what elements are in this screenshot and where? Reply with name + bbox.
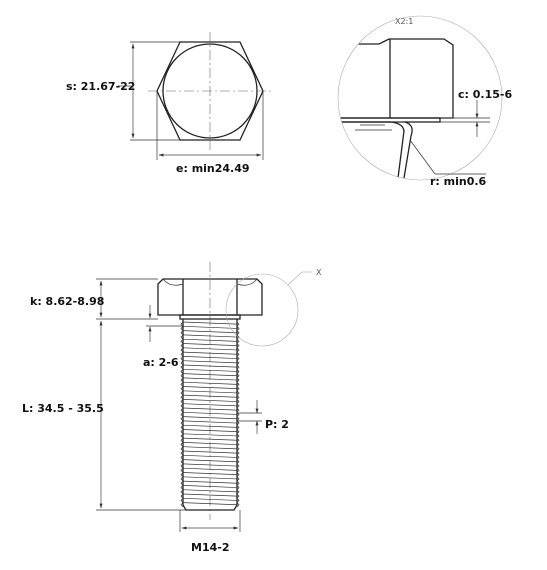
thread-lines <box>180 321 240 508</box>
hex-top-view <box>118 32 272 160</box>
label-r: r: min0.6 <box>430 175 487 188</box>
label-s: s: 21.67-22 <box>66 80 135 93</box>
label-a: a: 2-6 <box>143 356 179 369</box>
label-k: k: 8.62-8.98 <box>30 295 104 308</box>
label-m: M14-2 <box>191 541 229 554</box>
label-p: P: 2 <box>265 418 289 431</box>
label-detail-scale: X2:1 <box>395 17 413 26</box>
bolt-side-view <box>96 262 312 532</box>
label-e: e: min24.49 <box>176 162 250 175</box>
detail-view-x <box>337 15 503 181</box>
label-c: c: 0.15-6 <box>458 88 512 101</box>
label-detail-x: X <box>316 268 322 277</box>
detail-x-circle <box>225 273 299 347</box>
label-l: L: 34.5 - 35.5 <box>22 402 104 415</box>
